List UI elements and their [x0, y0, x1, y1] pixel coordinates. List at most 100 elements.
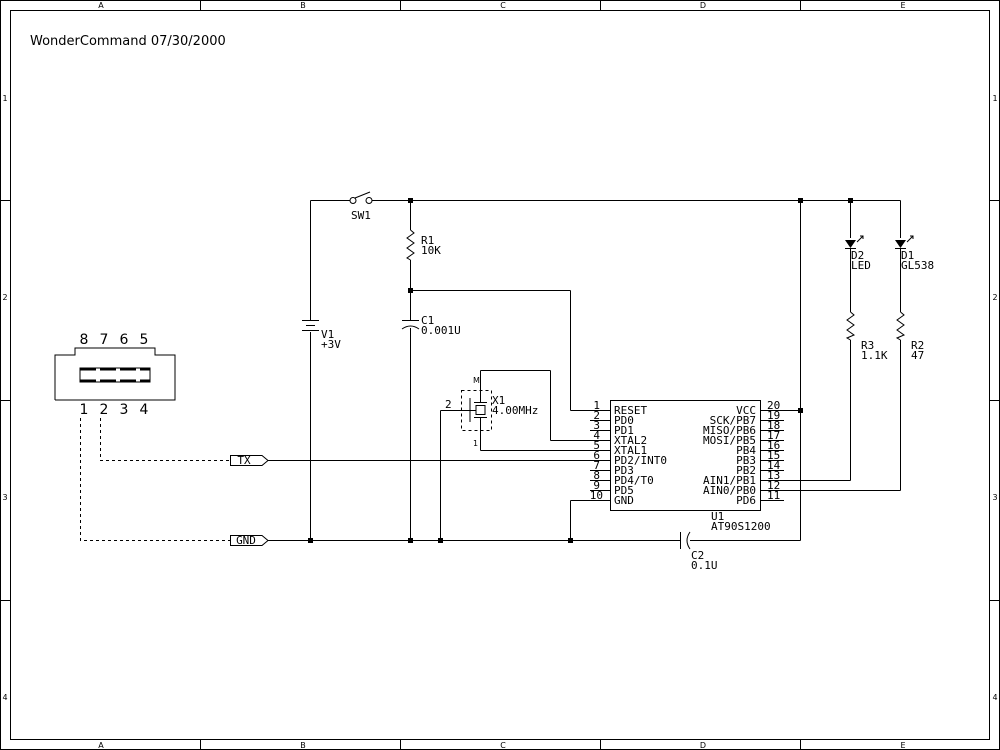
col-label-e: E: [900, 1, 905, 10]
d1-value: GL538: [901, 259, 934, 272]
col-label-c: C: [500, 741, 506, 750]
connector-pin-4: 4: [140, 402, 149, 418]
v1-ref: V1: [321, 328, 334, 341]
row-label-4: 4: [992, 693, 997, 702]
r1-ref: R1: [421, 234, 434, 247]
u1-pin-number: 17: [767, 429, 780, 442]
u1-pin-number: 14: [767, 459, 781, 472]
u1-pin-name: MOSI/PB5: [703, 434, 756, 447]
connector-pin-5: 5: [140, 332, 149, 348]
u1-pin-name: XTAL1: [614, 444, 647, 457]
capacitor-c2: C2 0.1U: [680, 531, 718, 572]
u1-pin-name: AIN0/PB0: [703, 484, 756, 497]
u1-pin-name: AIN1/PB1: [703, 474, 756, 487]
resistor-r3: R3 1.1K: [845, 311, 888, 362]
u1-pin-number: 9: [593, 479, 600, 492]
u1-pin-number: 18: [767, 419, 780, 432]
r3-value: 1.1K: [861, 349, 888, 362]
u1-pin-number: 20: [767, 399, 780, 412]
u1-pin-number: 1: [593, 399, 600, 412]
column-labels-bottom: A B C D E: [98, 741, 905, 750]
row-label-1: 1: [992, 94, 997, 103]
ic-u1: U1 AT90S1200 RESET PD0 PD1 XTAL2 XTAL1 P…: [590, 399, 781, 533]
col-label-c: C: [500, 1, 506, 10]
u1-pin-name: RESET: [614, 404, 647, 417]
capacitor-c1: C1 0.001U: [401, 314, 461, 337]
col-label-b: B: [300, 741, 306, 750]
u1-pin-name: PD2/INT0: [614, 454, 667, 467]
u1-pin-name: PD4/T0: [614, 474, 654, 487]
c2-ref: C2: [691, 549, 704, 562]
x1-value: 4.00MHz: [492, 404, 538, 417]
u1-pin-name: XTAL2: [614, 434, 647, 447]
row-label-4: 4: [2, 693, 7, 702]
u1-pin-number: 13: [767, 469, 780, 482]
connector-j1: 8 7 6 5 1 2 3 4: [54, 332, 176, 418]
u1-pin-name: GND: [614, 494, 634, 507]
connector-pin-1: 1: [80, 402, 89, 418]
x1-pin-2: 2: [445, 398, 452, 411]
resistor-r2: R2 47: [895, 311, 924, 362]
schematic-title: WonderCommand 07/30/2000: [30, 34, 226, 49]
u1-pin-number: 10: [590, 489, 603, 502]
u1-pin-name: PD6: [736, 494, 756, 507]
resistor-r1: R1 10K: [406, 229, 441, 261]
u1-pin-name: PD3: [614, 464, 634, 477]
r2-ref: R2: [911, 339, 924, 352]
row-labels-left: 1 2 3 4: [2, 94, 7, 702]
u1-pin-number: 4: [593, 429, 600, 442]
port-tx-label: TX: [237, 454, 251, 467]
battery-v1: V1 +3V: [302, 320, 341, 351]
r2-value: 47: [911, 349, 924, 362]
d1-ref: D1: [901, 249, 914, 262]
u1-pin-name: PD1: [614, 424, 634, 437]
c1-value: 0.001U: [421, 324, 461, 337]
col-label-a: A: [98, 741, 104, 750]
d2-ref: D2: [851, 249, 864, 262]
col-label-e: E: [900, 741, 905, 750]
u1-pin-name: PB3: [736, 454, 756, 467]
u1-pin-name: PD5: [614, 484, 634, 497]
u1-pin-number: 19: [767, 409, 780, 422]
junction-dots: [308, 198, 853, 543]
u1-pin-name: VCC: [736, 404, 756, 417]
row-label-3: 3: [2, 493, 7, 502]
u1-pin-number: 12: [767, 479, 780, 492]
u1-pin-number: 11: [767, 489, 780, 502]
row-labels-right: 1 2 3 4: [992, 94, 997, 702]
led-d1: D1 GL538: [895, 235, 934, 272]
cable-lines: [80, 418, 230, 541]
v1-value: +3V: [321, 338, 341, 351]
row-label-2: 2: [992, 293, 997, 302]
connector-pin-2: 2: [100, 402, 109, 418]
u1-pin-number: 16: [767, 439, 780, 452]
u1-pin-number: 6: [593, 449, 600, 462]
u1-pin-number: 15: [767, 449, 780, 462]
u1-pin-number: 8: [593, 469, 600, 482]
u1-pin-name: MISO/PB6: [703, 424, 756, 437]
wires: [268, 200, 901, 541]
connector-pin-7: 7: [100, 332, 109, 348]
port-gnd-label: GND: [236, 534, 256, 547]
sw1-ref: SW1: [351, 209, 371, 222]
u1-ref: U1: [711, 510, 724, 523]
col-label-b: B: [300, 1, 306, 10]
connector-pin-6: 6: [120, 332, 129, 348]
row-label-3: 3: [992, 493, 997, 502]
u1-pin-number: 5: [593, 439, 600, 452]
switch-sw1: SW1: [349, 191, 373, 222]
col-label-a: A: [98, 1, 104, 10]
u1-pin-name: PB4: [736, 444, 756, 457]
row-label-2: 2: [2, 293, 7, 302]
u1-value: AT90S1200: [711, 520, 771, 533]
c1-ref: C1: [421, 314, 434, 327]
u1-pin-number: 7: [593, 459, 600, 472]
u1-pin-name: PB2: [736, 464, 756, 477]
u1-pin-name: PD0: [614, 414, 634, 427]
r3-ref: R3: [861, 339, 874, 352]
crystal-x1: M 1 2 X1 4.00MHz: [445, 376, 538, 448]
x1-ref: X1: [492, 394, 505, 407]
u1-pin-number: 2: [593, 409, 600, 422]
col-label-d: D: [700, 1, 706, 10]
